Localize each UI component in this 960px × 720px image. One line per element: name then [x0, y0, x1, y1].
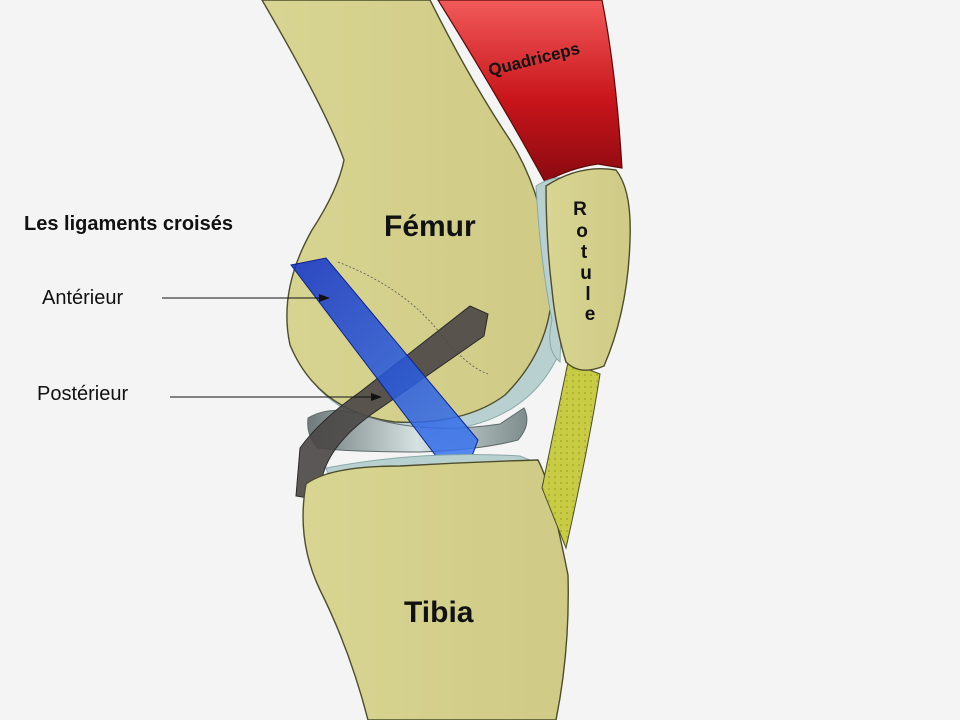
posterior-arrowhead: [371, 393, 382, 401]
posterior-label: Postérieur: [37, 383, 128, 405]
anterior-arrowhead: [319, 294, 330, 302]
patella-letter: o: [576, 221, 588, 242]
patella-letter: u: [580, 263, 592, 284]
patella-letter: t: [581, 242, 588, 263]
quadriceps-muscle: [437, 0, 623, 183]
femur-label: Fémur: [384, 210, 476, 243]
patella-letter: l: [585, 284, 590, 305]
anterior-label: Antérieur: [42, 287, 123, 309]
tibia-label: Tibia: [404, 596, 474, 629]
patella-bone: [545, 168, 631, 371]
patella-label: R o t u l e: [573, 199, 595, 325]
patella-letter: R: [573, 199, 587, 220]
posterior-ligament: [295, 305, 489, 499]
patellar-tendon: [541, 361, 601, 550]
anterior-ligament: [290, 257, 479, 457]
patella-letter: e: [585, 304, 596, 325]
heading: Les ligaments croisés: [24, 213, 233, 235]
tibia-bone: [302, 459, 569, 720]
